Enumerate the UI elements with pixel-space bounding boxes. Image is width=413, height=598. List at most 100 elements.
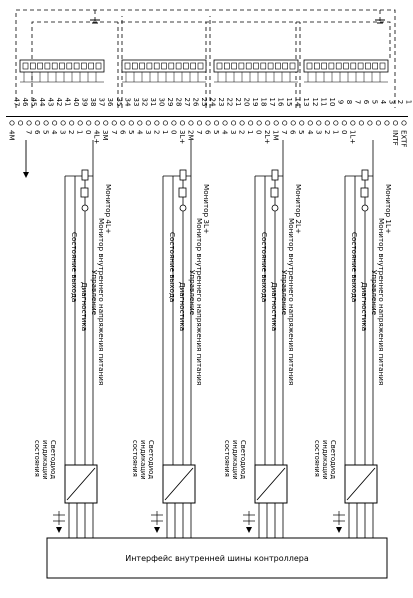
group-label-diag: Диагностика	[270, 282, 279, 331]
connector-pin	[81, 62, 87, 70]
bus-label: Интерфейс внутренней шины контроллера	[125, 554, 309, 563]
terminal-label: 5	[42, 130, 50, 134]
group-label-supply: Монитор 3L+	[202, 184, 211, 234]
terminal-screw	[103, 120, 109, 126]
led-label: состояния	[313, 440, 321, 477]
group-label-internal: Монитор внутреннего напряжения питания	[195, 218, 204, 385]
group-label-control: Управление	[90, 270, 99, 316]
connector-pin	[22, 62, 29, 70]
terminal-number: 15	[285, 98, 293, 107]
terminal-number: 18	[260, 98, 268, 107]
terminal-label: 3M	[101, 130, 109, 141]
connector-pin	[238, 62, 245, 70]
terminal-number: 19	[251, 98, 259, 107]
terminal-screw	[52, 120, 58, 126]
terminal-label: 0	[169, 130, 177, 134]
terminal-number: 3	[387, 100, 395, 104]
terminal-number: 36	[106, 98, 114, 107]
connector-pin	[253, 62, 259, 70]
terminal-label: 4	[135, 130, 143, 135]
connector-pin	[216, 62, 223, 70]
terminal-label: 6	[33, 130, 41, 135]
connector-pin	[365, 62, 371, 70]
terminal-number: 30	[157, 98, 165, 107]
resistor-symbol	[360, 187, 369, 198]
terminal-screw	[111, 120, 117, 126]
terminal-number: 7	[353, 100, 361, 104]
terminal-number: 46	[21, 98, 29, 107]
transistor-symbol	[361, 169, 369, 181]
terminal-number: 42	[55, 98, 63, 107]
connector-pin	[175, 62, 182, 70]
terminal-number: 1	[405, 100, 413, 104]
terminal-screw	[333, 120, 339, 126]
terminal-number: 44	[38, 98, 46, 107]
terminal-number: 10	[328, 98, 336, 107]
connector-pin	[73, 62, 80, 70]
connector-pin	[267, 62, 274, 70]
terminal-screw	[179, 120, 185, 126]
terminal-label: 0	[84, 130, 92, 134]
terminal-number: 23	[217, 98, 225, 107]
terminal-label: INTF	[391, 130, 399, 146]
terminal-number: 41	[64, 98, 72, 107]
led-arrowhead	[336, 527, 342, 533]
terminal-number: 24	[209, 98, 217, 107]
terminal-label: 5	[297, 130, 305, 134]
terminal-number: 28	[174, 98, 182, 107]
connector-pin	[153, 62, 160, 70]
terminal-label: 2L+	[263, 130, 271, 144]
connector-pin	[95, 62, 102, 70]
connector-pin	[335, 62, 342, 70]
isolator-diagonal	[66, 467, 96, 501]
led-label: состояния	[223, 440, 231, 477]
terminal-label: 7	[195, 130, 203, 134]
terminal-screw	[205, 120, 211, 126]
terminal-label: 0	[340, 130, 348, 134]
terminal-screw	[299, 120, 305, 126]
terminal-label: 2	[67, 130, 75, 134]
terminal-number: 16	[277, 98, 285, 107]
led-label: индикации	[41, 440, 49, 480]
terminal-screw	[290, 120, 296, 126]
terminal-number: 31	[149, 98, 157, 107]
terminal-number: 9	[336, 100, 344, 104]
terminal-screw	[341, 120, 347, 126]
channel-group: Монитор 3L+Монитор внутреннего напряжени…	[131, 140, 211, 538]
channel-group: Монитор 1L+Монитор внутреннего напряжени…	[313, 140, 393, 538]
connector-pin	[29, 62, 36, 70]
node-symbol	[271, 204, 279, 212]
terminal-number: 33	[132, 98, 140, 107]
terminal-label: 5	[127, 130, 135, 134]
terminal-number: 40	[72, 98, 80, 107]
group-label-state: Состояние выхода	[70, 232, 79, 302]
resistor-symbol	[270, 187, 279, 198]
connector-pin	[124, 62, 131, 70]
terminal-label: 3	[314, 130, 322, 134]
terminal-screw	[26, 120, 32, 126]
terminal-screw	[256, 120, 262, 126]
group-label-control: Управление	[370, 270, 379, 316]
terminal-number: 27	[183, 98, 191, 107]
channel-group: Монитор 2L+Монитор внутреннего напряжени…	[223, 140, 303, 538]
terminal-label: 1	[161, 130, 169, 134]
terminal-label: 6	[289, 130, 297, 135]
led-label: индикации	[139, 440, 147, 480]
connector-pin	[139, 62, 145, 70]
group-label-diag: Диагностика	[178, 282, 187, 331]
group-label-supply: Монитор 2L+	[294, 184, 303, 234]
terminal-number: 20	[243, 98, 251, 107]
terminal-screw	[137, 120, 143, 126]
terminal-screw	[9, 120, 15, 126]
connector-pin	[66, 62, 73, 70]
connector-pin	[357, 62, 364, 70]
terminal-number: 32	[140, 98, 148, 107]
terminal-screw	[94, 120, 100, 126]
terminal-number: 34	[123, 98, 131, 107]
left-arrow	[23, 140, 29, 178]
connector-pin	[372, 62, 379, 70]
terminal-screw	[273, 120, 279, 126]
terminal-screw	[154, 120, 160, 126]
terminal-label: 1M	[272, 130, 280, 141]
